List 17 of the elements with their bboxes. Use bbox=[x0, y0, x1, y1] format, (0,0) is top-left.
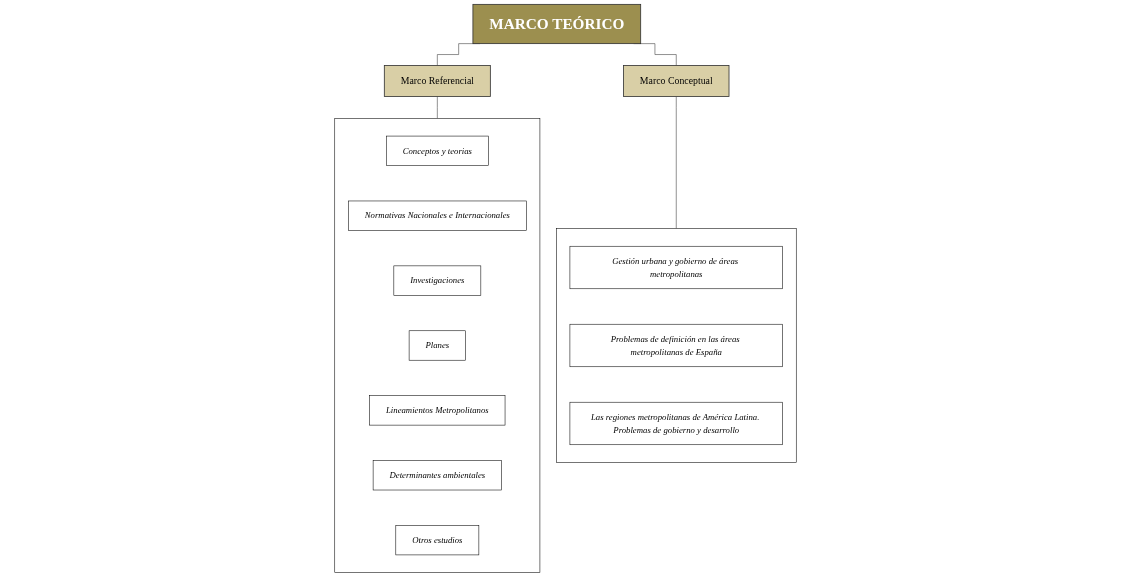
connector bbox=[437, 96, 438, 119]
node-box: Planes bbox=[408, 330, 466, 361]
cluster bbox=[556, 228, 797, 463]
node-box: Investigaciones bbox=[393, 265, 482, 296]
node-box: Gestión urbana y gobierno de áreas metropolitanas bbox=[569, 245, 783, 290]
node-box: Problemas de definición en las áreas metropolitanas de España bbox=[569, 323, 783, 368]
node-box: Conceptos y teorias bbox=[386, 135, 489, 166]
node-box: Determinantes ambientales bbox=[372, 460, 502, 491]
node-box: Marco Conceptual bbox=[623, 65, 730, 97]
node-box: Normativas Nacionales e Internacionales bbox=[348, 200, 527, 231]
node-box: Marco Referencial bbox=[383, 65, 491, 97]
node-box: Las regiones metropolitanas de América Latina. Problemas de gobierno y desarrollo bbox=[569, 401, 783, 446]
node-box: Otros estudios bbox=[395, 525, 480, 556]
node-box: MARCO TEÓRICO bbox=[472, 3, 642, 45]
connector bbox=[676, 96, 677, 229]
cluster bbox=[334, 118, 541, 573]
node-box: Lineamientos Metropolitanos bbox=[369, 395, 506, 426]
